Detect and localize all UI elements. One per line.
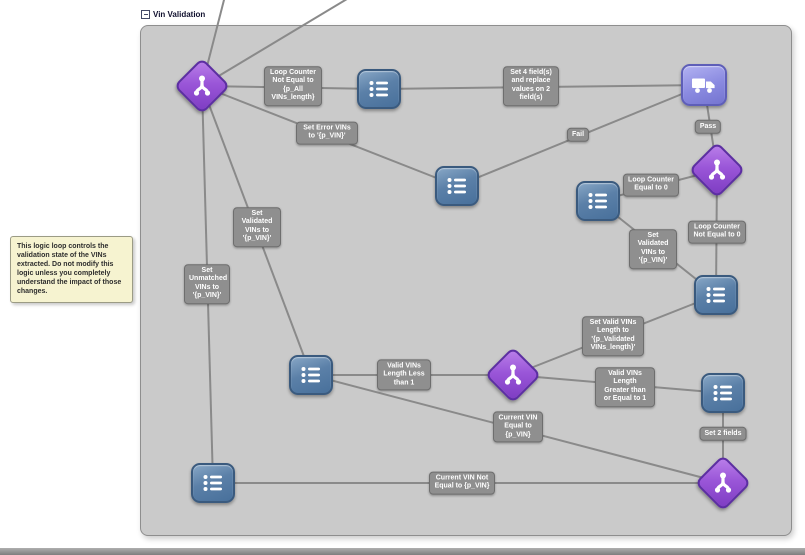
list-icon xyxy=(447,178,466,194)
edge-label-set-error-vins[interactable]: Set Error VINs to '{p_VIN}' xyxy=(296,121,358,145)
edge-label-set-2-fields[interactable]: Set 2 fields xyxy=(699,426,747,442)
group-header: Vin Validation xyxy=(141,10,205,19)
assign-set-2-fields-node[interactable] xyxy=(701,373,745,413)
decision-current-vin-node[interactable] xyxy=(694,454,752,512)
edge-label-set-validated-left[interactable]: Set Validated VINs to '{p_VIN}' xyxy=(233,207,281,247)
edge-label-fail[interactable]: Fail xyxy=(566,127,590,143)
list-icon xyxy=(706,287,725,303)
vin-validation-group[interactable] xyxy=(140,25,792,536)
assign-set-valid-vins-length-node[interactable] xyxy=(694,275,738,315)
edge-label-valid-less-than-1[interactable]: Valid VINs Length Less than 1 xyxy=(377,359,431,391)
decision-valid-vins-length-node[interactable] xyxy=(484,346,542,404)
window-bottom-edge xyxy=(0,548,805,555)
decision-loop-counter-zero-node[interactable] xyxy=(688,141,746,199)
edge-label-loop-not-equal-0[interactable]: Loop Counter Not Equal to 0 xyxy=(688,220,746,244)
truck-activity-node[interactable] xyxy=(681,64,727,106)
list-icon xyxy=(588,193,607,209)
edge-label-current-vin-not-equal[interactable]: Current VIN Not Equal to {p_VIN} xyxy=(429,471,495,495)
edge-label-set-valid-length[interactable]: Set Valid VINs Length to '{p_Validated V… xyxy=(582,316,644,356)
assign-set-validated-vins-node-2[interactable] xyxy=(289,355,333,395)
branch-icon xyxy=(193,75,211,96)
decision-loop-counter-node[interactable] xyxy=(173,57,231,115)
edge-label-current-vin-equal[interactable]: Current VIN Equal to {p_VIN} xyxy=(493,411,543,443)
edge-label-loop-not-equal-all[interactable]: Loop Counter Not Equal to {p_All VINs_le… xyxy=(264,66,322,106)
branch-icon xyxy=(504,364,522,385)
edge-label-set-unmatched[interactable]: Set Unmatched VINs to '{p_VIN}' xyxy=(184,264,230,304)
assign-set-error-vins-node[interactable] xyxy=(435,166,479,206)
annotation-note[interactable]: This logic loop controls the validation … xyxy=(10,236,133,303)
edge-label-pass[interactable]: Pass xyxy=(694,119,722,135)
truck-icon xyxy=(692,78,715,93)
list-icon xyxy=(301,367,320,383)
assign-set-4-fields-node[interactable] xyxy=(357,69,401,109)
branch-icon xyxy=(714,472,732,493)
edge-label-set-4-fields[interactable]: Set 4 field(s) and replace values on 2 f… xyxy=(503,66,559,106)
assign-set-validated-vins-node-1[interactable] xyxy=(576,181,620,221)
edge-label-valid-ge-1[interactable]: Valid VINs Length Greater than or Equal … xyxy=(595,367,655,407)
list-icon xyxy=(713,385,732,401)
edge-label-loop-equal-0[interactable]: Loop Counter Equal to 0 xyxy=(623,173,679,197)
list-icon xyxy=(369,81,388,97)
edge-label-set-validated-right[interactable]: Set Validated VINs to '{p_VIN}' xyxy=(629,229,677,269)
group-title: Vin Validation xyxy=(153,10,206,19)
branch-icon xyxy=(708,159,726,180)
list-icon xyxy=(203,475,222,491)
collapse-minus-icon[interactable] xyxy=(141,10,150,19)
assign-set-unmatched-vins-node[interactable] xyxy=(191,463,235,503)
